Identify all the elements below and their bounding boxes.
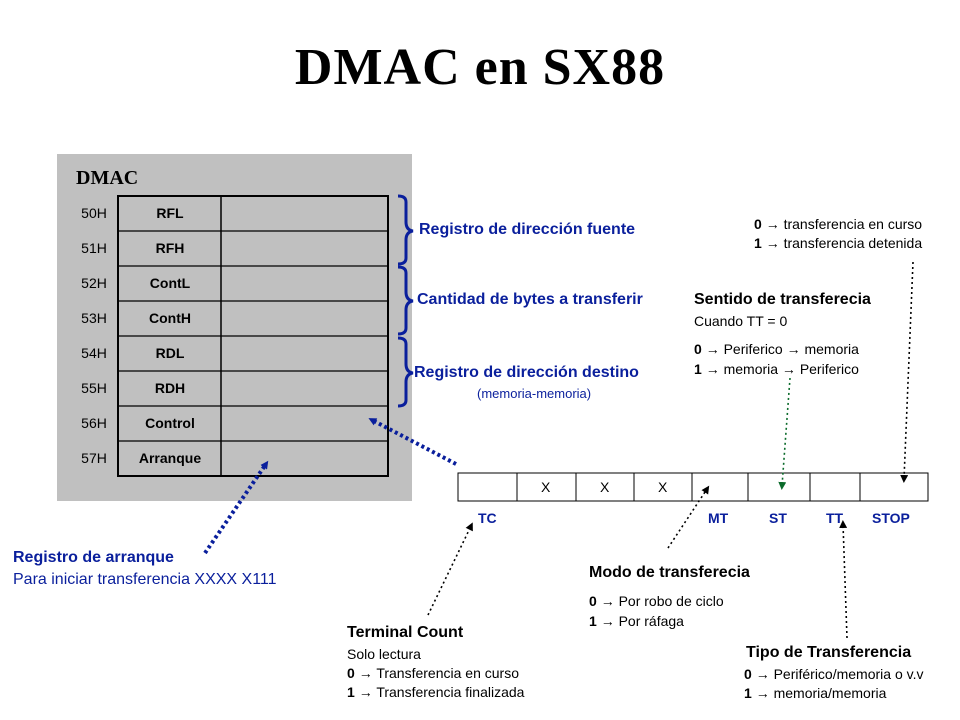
register-address: 57H (81, 450, 107, 466)
arrow-glyph-icon: → (755, 685, 770, 701)
mode-text: Por ráfaga (618, 613, 684, 629)
mode-line2: 1 → Por ráfaga (589, 613, 684, 629)
terminal-count-line1: 0 → Transferencia en curso (347, 665, 519, 681)
register-table-grid (117, 195, 389, 477)
start-register-desc: Para iniciar transferencia XXXX X111 (13, 571, 277, 588)
control-bits-border (457, 472, 929, 502)
dmac-panel-title: DMAC (76, 167, 139, 189)
register-address: 50H (81, 205, 107, 221)
slide-title: DMAC en SX88 (294, 39, 666, 96)
bit-label-mt: MT (708, 510, 729, 526)
stop-note-line2: 1 → transferencia detenida (754, 235, 922, 251)
register-address: 51H (81, 240, 107, 256)
arrow-glyph-icon: → (358, 665, 373, 681)
bit-label-tc: TC (478, 510, 497, 526)
mode-title: Modo de transferecia (589, 564, 750, 581)
bit-value: 1 (744, 685, 752, 701)
arrow-tt (839, 520, 848, 639)
direction-line2: 1 → memoria → Periferico (694, 361, 859, 377)
bit-value: 1 (347, 684, 355, 700)
register-name: Arranque (138, 450, 202, 466)
bit-value: 1 (694, 361, 702, 377)
label-dest-address: Registro de dirección destino (414, 364, 639, 381)
transfer-type-text: Periférico/memoria o v.v (773, 666, 924, 682)
bit-value: 1 (589, 613, 597, 629)
register-name: RFH (155, 240, 185, 256)
control-bits-register (457, 472, 929, 502)
arrow-glyph-icon: → (600, 593, 615, 609)
bit-label-st: ST (769, 510, 787, 526)
bit-value: 0 (589, 593, 597, 609)
direction-subtitle: Cuando TT = 0 (694, 313, 788, 329)
arrow-glyph-icon: → (705, 361, 720, 377)
arrow-glyph-icon: → (755, 666, 770, 682)
bit-cell-x: X (658, 479, 668, 495)
bit-value: 0 (754, 216, 762, 232)
start-register-title: Registro de arranque (13, 549, 174, 566)
register-name: RDL (155, 345, 185, 361)
bit-value: 1 (754, 235, 762, 251)
transfer-type-line2: 1 → memoria/memoria (744, 685, 886, 701)
arrow-st (778, 377, 791, 490)
direction-text: Periferico → memoria (723, 341, 859, 357)
terminal-count-subtitle: Solo lectura (347, 646, 421, 662)
register-address: 53H (81, 310, 107, 326)
brace-source (397, 194, 414, 266)
terminal-count-line2: 1 → Transferencia finalizada (347, 684, 524, 700)
transfer-type-title: Tipo de Transferencia (746, 644, 912, 661)
arrow-glyph-icon: → (765, 216, 780, 232)
terminal-count-text: Transferencia finalizada (376, 684, 525, 700)
transfer-type-text: memoria/memoria (773, 685, 887, 701)
brace-dest (397, 336, 414, 408)
arrow-glyph-icon: → (358, 684, 373, 700)
register-name: RDH (154, 380, 186, 396)
bit-value: 0 (694, 341, 702, 357)
register-address: 56H (81, 415, 107, 431)
transfer-type-line1: 0 → Periférico/memoria o v.v (744, 666, 923, 682)
arrow-mt (667, 485, 710, 549)
arrow-tc (427, 522, 473, 616)
register-name: ContH (149, 310, 191, 326)
bit-value: 0 (744, 666, 752, 682)
register-address: 55H (81, 380, 107, 396)
label-source-address: Registro de dirección fuente (419, 221, 636, 238)
register-name: Control (145, 415, 195, 431)
arrow-start-register (203, 460, 269, 555)
label-byte-count: Cantidad de bytes a transferir (417, 291, 643, 308)
arrow-stop (900, 261, 914, 483)
register-name: RFL (156, 205, 184, 221)
arrow-glyph-icon: → (765, 235, 780, 251)
terminal-count-text: Transferencia en curso (376, 665, 519, 681)
register-address: 52H (81, 275, 107, 291)
direction-title: Sentido de transferecia (694, 291, 871, 308)
bit-value: 0 (347, 665, 355, 681)
mode-line1: 0 → Por robo de ciclo (589, 593, 724, 609)
register-address: 54H (81, 345, 107, 361)
bit-label-tt: TT (826, 510, 844, 526)
arrow-control-register (368, 418, 457, 466)
stop-note-line1: 0 → transferencia en curso (754, 216, 922, 232)
bit-cell-x: X (600, 479, 610, 495)
arrow-glyph-icon: → (705, 341, 720, 357)
dmac-panel (57, 154, 412, 501)
bit-label-stop: STOP (872, 510, 910, 526)
bit-cell-x: X (541, 479, 551, 495)
direction-line1: 0 → Periferico → memoria (694, 341, 859, 357)
brace-count (397, 265, 414, 336)
label-dest-note: (memoria-memoria) (477, 386, 592, 401)
stop-note-text: transferencia en curso (783, 216, 923, 232)
stop-note-text: transferencia detenida (783, 235, 923, 251)
terminal-count-title: Terminal Count (347, 624, 464, 641)
direction-text: memoria → Periferico (723, 361, 859, 377)
register-name: ContL (149, 275, 191, 291)
mode-text: Por robo de ciclo (618, 593, 724, 609)
arrow-glyph-icon: → (600, 613, 615, 629)
